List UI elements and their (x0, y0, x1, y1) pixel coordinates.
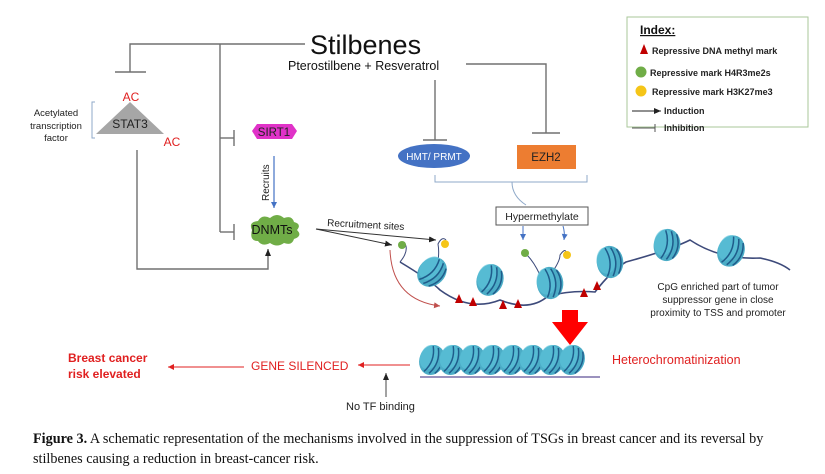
gene-silenced-label: GENE SILENCED (251, 359, 349, 373)
yellow-mark-h3k27me3 (441, 240, 449, 248)
enzymes-bracket (434, 175, 588, 183)
ezh2-node (517, 145, 576, 169)
acetylated-bracket (91, 101, 95, 139)
sirt1-label: SIRT1 (258, 127, 290, 139)
acetylated-label-1: Acetylated (34, 108, 78, 119)
index-item-label: Repressive DNA methyl mark (652, 46, 778, 56)
big-down-arrow (552, 310, 588, 345)
nucleosome (471, 259, 509, 301)
yellow-mark-h3k27me3 (563, 251, 571, 259)
index-item-label: Repressive mark H4R3me2s (650, 68, 771, 78)
cpg-label-2: suppressor gene in close (662, 295, 774, 306)
green-mark-h4r3me2s (521, 249, 529, 257)
cpg-label-3: proximity to TSS and promoter (650, 308, 786, 319)
green-circle-icon (635, 66, 647, 78)
breast-cancer-label-2: risk elevated (68, 367, 141, 381)
figure-caption: Figure 3. A schematic representation of … (33, 429, 813, 469)
index-item-label: Repressive mark H3K27me3 (652, 87, 773, 97)
nucleosome (534, 264, 566, 302)
bracket-connector (511, 181, 527, 206)
hypermethylate-arrow-yellow (561, 225, 568, 241)
nucleosome (711, 229, 751, 273)
hmt-prmt-label: HMT/ PRMT (406, 152, 462, 163)
acetylated-label-2: transcription (30, 121, 82, 132)
sirt1-hexagon (252, 124, 297, 139)
recruitment-arrow-green (315, 228, 393, 247)
index-legend: Index: Repressive DNA methyl mark Repres… (626, 16, 809, 133)
acetylated-label-3: factor (44, 133, 68, 144)
chromatin-strand (398, 226, 791, 309)
dnmts-node: DNMTs (250, 215, 300, 246)
recruits-label: Recruits (261, 164, 272, 201)
dna-methylation-arrow (389, 249, 441, 309)
index-title: Index: (640, 23, 675, 37)
nucleosome (554, 340, 590, 380)
nucleosome (650, 226, 684, 264)
index-item-label: Inhibition (664, 123, 705, 133)
yellow-circle-icon (635, 85, 647, 97)
ac-bottom-label: AC (164, 135, 181, 149)
no-tf-binding-label: No TF binding (346, 401, 415, 413)
nucleosome (594, 243, 626, 281)
ac-top-label: AC (123, 90, 140, 104)
caption-text: A schematic representation of the mechan… (33, 431, 764, 467)
cpg-label-1: CpG enriched part of tumor (657, 282, 779, 293)
stilbenes-title: Stilbenes (310, 30, 421, 60)
heterochromatin-fiber (414, 340, 600, 380)
stilbenes-inhibition-lines (115, 43, 560, 240)
hmt-prmt-node (398, 144, 470, 168)
dnmts-label: DNMTs (252, 223, 293, 237)
heterochromatinization-label: Heterochromatinization (612, 353, 741, 367)
ezh2-label: EZH2 (531, 152, 560, 164)
dnmts-cloud (250, 215, 300, 246)
sirt1-node: SIRT1 (252, 124, 297, 139)
red-triangle-icon (640, 44, 648, 54)
stat3-to-dnmts-arrow (136, 150, 271, 270)
green-mark-h4r3me2s (398, 241, 406, 249)
hypermethylate-label: Hypermethylate (505, 211, 579, 223)
stat3-label: STAT3 (112, 117, 148, 131)
stat3-triangle (96, 102, 164, 134)
stat3-node: STAT3 AC AC (96, 90, 181, 149)
dna-methyl-marks (455, 281, 601, 309)
index-item-label: Induction (664, 106, 705, 116)
caption-label: Figure 3. (33, 431, 88, 447)
recruitment-sites-label: Recruitment sites (327, 218, 405, 233)
breast-cancer-label-1: Breast cancer (68, 351, 148, 365)
stilbenes-subtitle: Pterostilbene + Resveratrol (288, 59, 439, 73)
hypermethylate-box (495, 206, 589, 226)
recruitment-arrow-yellow (315, 228, 437, 243)
